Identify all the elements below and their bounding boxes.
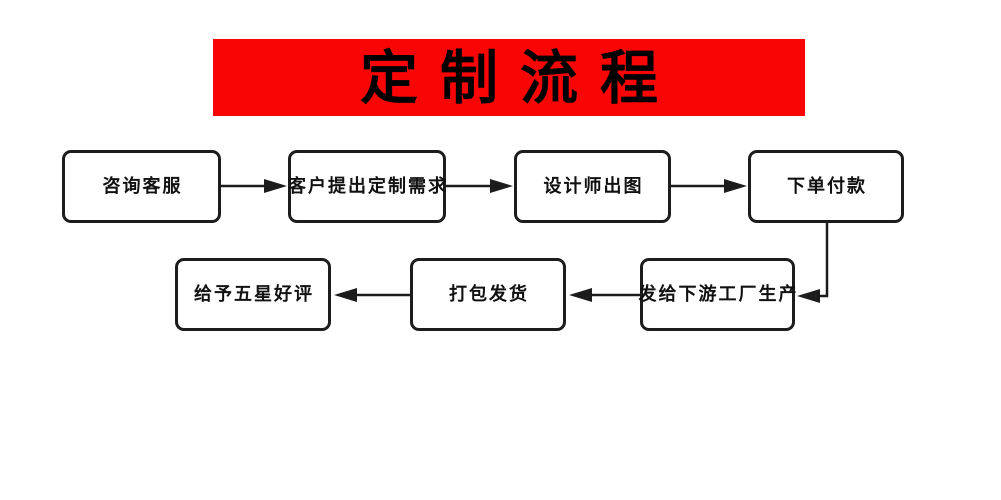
arrow-order-to-factory: [797, 223, 829, 303]
flow-node-label: 咨询客服: [102, 175, 183, 197]
arrow-factory-to-ship: [569, 288, 640, 302]
flow-node-review: 给予五星好评: [175, 258, 331, 331]
arrow-request-to-design: [446, 179, 513, 193]
flow-node-request: 客户提出定制需求: [288, 150, 446, 223]
flow-node-label: 给予五星好评: [194, 283, 314, 305]
flow-node-design: 设计师出图: [514, 150, 671, 223]
flow-node-consult: 咨询客服: [62, 150, 221, 223]
flow-node-label: 下单付款: [787, 175, 867, 197]
arrow-design-to-order: [671, 179, 747, 193]
flow-node-label: 客户提出定制需求: [288, 175, 448, 197]
page-title: 定制流程: [359, 43, 680, 112]
flow-node-ship: 打包发货: [410, 258, 566, 331]
arrow-ship-to-review: [334, 288, 410, 302]
flow-node-label: 打包发货: [449, 283, 529, 305]
flow-node-order: 下单付款: [748, 150, 904, 223]
arrow-consult-to-request: [221, 179, 287, 193]
flow-node-label: 设计师出图: [543, 175, 644, 197]
flow-node-label: 发给下游工厂生产: [638, 283, 799, 305]
title-banner: 定制流程: [213, 39, 805, 116]
flow-node-factory: 发给下游工厂生产: [639, 258, 797, 331]
